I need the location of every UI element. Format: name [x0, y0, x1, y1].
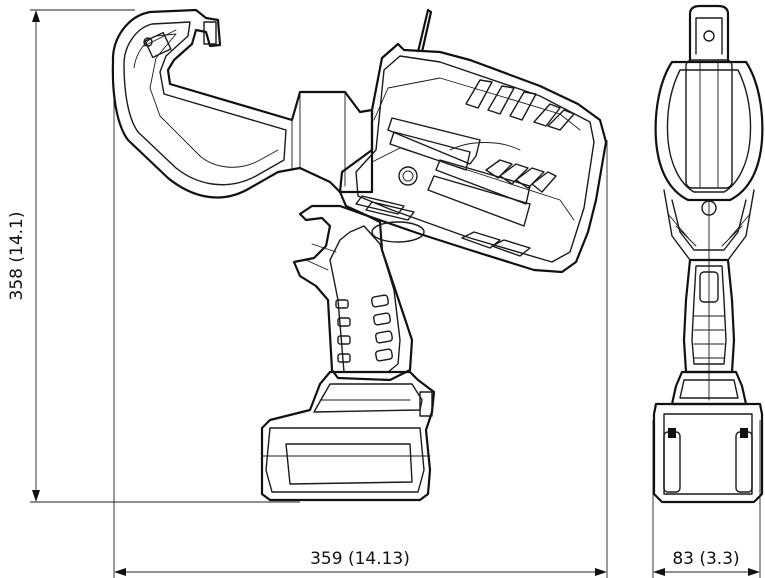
handle — [292, 204, 425, 382]
tool-side-view — [111, 8, 608, 502]
length-dimension-label: 359 (14.13) — [310, 549, 410, 569]
hook-arm — [111, 8, 374, 199]
height-dimension-label: 358 (14.1) — [7, 212, 27, 301]
main-body — [338, 8, 608, 274]
width-dimension: 83 (3.3) — [652, 420, 761, 578]
length-dimension: 359 (14.13) — [113, 90, 608, 578]
tool-front-view — [652, 4, 764, 504]
height-dimension: 358 (14.1) — [7, 9, 300, 503]
battery-pack — [260, 370, 436, 502]
width-dimension-label: 83 (3.3) — [672, 549, 739, 569]
